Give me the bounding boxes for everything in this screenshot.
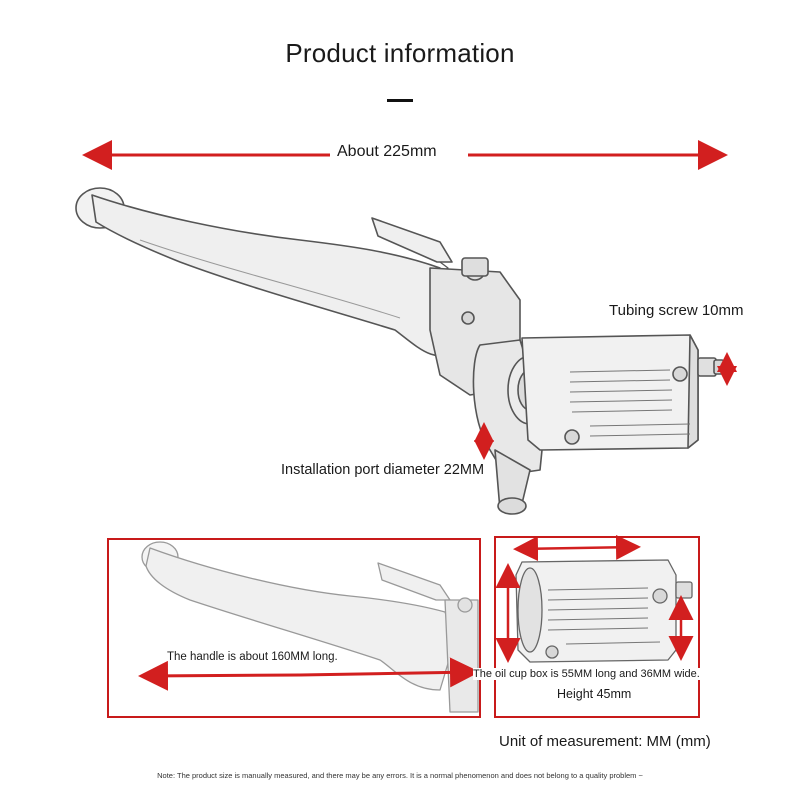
oil-cup-label: The oil cup box is 55MM long and 36MM wi… [473,668,700,680]
overall-length-label: About 225mm [337,143,437,160]
title-divider [387,99,413,102]
handle-length-label: The handle is about 160MM long. [167,651,338,663]
footnote: Note: The product size is manually measu… [157,771,643,780]
brake-lever-drawing [75,187,725,515]
installation-port-label: Installation port diameter 22MM [281,462,485,478]
handle-detail-frame [107,538,481,718]
handle-detail-drawing [141,541,479,713]
height-label: Height 45mm [557,687,632,701]
oil-cup-length-arrow [513,534,641,562]
reservoir-detail-frame [494,536,700,718]
reservoir-engraving [569,369,691,437]
tubing-screw-label: Tubing screw 10mm [609,302,744,319]
handle-length-arrow-left [138,660,301,691]
page-title: Product information [285,38,515,68]
reservoir-detail-drawing [515,559,693,663]
handle-length-arrow-right [299,657,480,688]
unit-label: Unit of measurement: MM (mm) [499,733,711,750]
